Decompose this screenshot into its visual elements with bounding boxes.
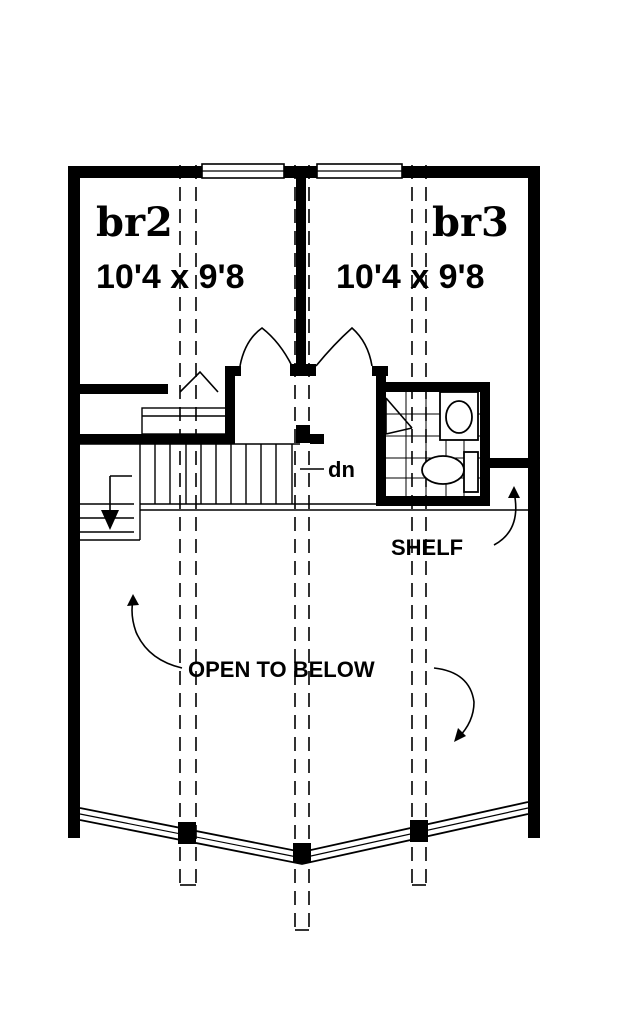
exterior-walls: [68, 166, 540, 838]
arrowheads: [127, 486, 520, 742]
lavatory: [439, 391, 479, 441]
stair-treads: [154, 444, 293, 504]
beam-ends: [180, 884, 426, 931]
beam-lines: [179, 165, 427, 930]
closet-shelf: [141, 407, 227, 435]
window-posts: [178, 820, 428, 863]
stair-down-label: dn: [328, 457, 355, 482]
stairs: [80, 443, 528, 541]
room-size-br3: 10'4 x 9'8: [336, 258, 485, 296]
room-name-br2: br2: [96, 199, 173, 246]
room-size-br2: 10'4 x 9'8: [96, 258, 245, 296]
stair-arrow-icon: [101, 475, 132, 530]
top-windows: [201, 163, 403, 179]
room-name-br3: br3: [432, 199, 509, 246]
open-to-below-label: OPEN TO BELOW: [188, 657, 375, 682]
door-swings: [179, 326, 413, 435]
interior-walls: [80, 166, 530, 506]
leader-arrows: [131, 491, 517, 739]
shelf-label: SHELF: [391, 535, 463, 560]
toilet: [421, 451, 479, 493]
